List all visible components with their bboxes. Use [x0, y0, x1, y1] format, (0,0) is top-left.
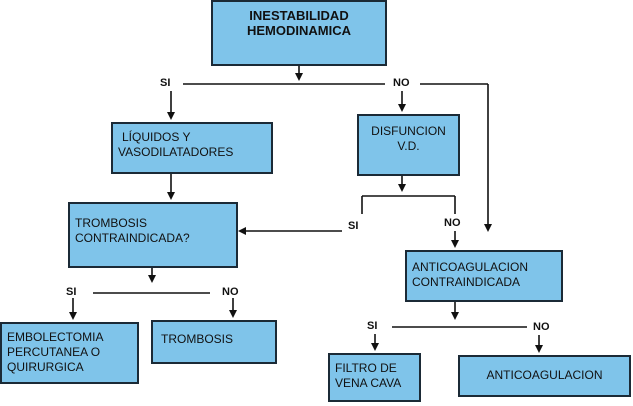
node-liquidos-vasodilatadores: LÍQUIDOS Y VASODILATADORES: [111, 122, 273, 174]
node-text-line: HEMODINAMICA: [247, 23, 351, 38]
node-text-line: FILTRO DE: [335, 361, 397, 375]
node-text-line: V.D.: [397, 139, 420, 153]
node-text-line: VENA CAVA: [335, 376, 402, 390]
node-text-line: QUIRURGICA: [7, 360, 84, 374]
label-si-disfuncion: SI: [348, 220, 359, 232]
node-text-line: VASODILATADORES: [118, 145, 234, 159]
node-text-line: EMBOLECTOMIA: [7, 330, 104, 344]
label-no-disfuncion: NO: [444, 217, 461, 229]
node-filtro-vena-cava: FILTRO DE VENA CAVA: [328, 353, 421, 402]
label-si-trombosis: SI: [66, 286, 77, 298]
node-text-line: ANTICOAGULACION: [486, 368, 603, 382]
node-text-line: LÍQUIDOS Y: [122, 130, 191, 144]
node-trombosis-contraindicada: TROMBOSIS CONTRAINDICADA?: [68, 202, 238, 268]
node-trombosis: TROMBOSIS: [151, 320, 277, 364]
node-anticoagulacion-contraindicada: ANTICOAGULACION CONTRAINDICADA: [405, 250, 563, 302]
label-no-top: NO: [393, 77, 410, 89]
label-si-top: SI: [160, 77, 171, 89]
node-inestabilidad-hemodinamica: INESTABILIDAD HEMODINAMICA: [211, 0, 387, 66]
label-no-anticoag: NO: [533, 321, 550, 333]
node-text-line: CONTRAINDICADA?: [75, 231, 190, 245]
node-text-line: TROMBOSIS: [161, 332, 234, 346]
node-disfuncion-vd: DISFUNCION V.D.: [357, 114, 460, 176]
node-text-line: TROMBOSIS: [75, 216, 148, 230]
label-no-trombosis: NO: [222, 286, 239, 298]
node-text-line: ANTICOAGULACION: [412, 260, 529, 274]
node-text-line: CONTRAINDICADA: [412, 275, 521, 289]
node-text-line: INESTABILIDAD: [249, 8, 349, 23]
node-anticoagulacion: ANTICOAGULACION: [458, 355, 631, 397]
label-si-anticoag: SI: [367, 320, 378, 332]
node-embolectomia: EMBOLECTOMIA PERCUTANEA O QUIRURGICA: [0, 322, 139, 384]
node-text-line: PERCUTANEA O: [7, 345, 101, 359]
node-text-line: DISFUNCION: [371, 124, 446, 138]
